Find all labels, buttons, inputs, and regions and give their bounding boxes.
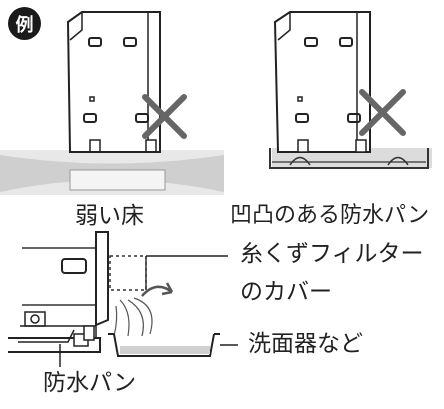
slot-icon [295,113,309,123]
slot-icon [347,113,361,123]
floor-body [69,169,166,191]
example-badge: 例 [8,7,41,40]
caption-uneven-pan: 凹凸のある防水パン [230,203,430,228]
foot [145,139,157,153]
label-waterproof-pan: 防水パン [43,370,137,396]
slot-icon [304,37,318,47]
prohibited-cross-icon [359,89,406,136]
filter-cover [109,255,147,291]
basin-water [120,346,210,354]
slot-icon [297,96,303,102]
waterproof-pan-outline [269,148,429,169]
slot-icon [83,113,97,123]
weak-floor-scene [0,11,224,195]
drain-cover-diagram [8,231,238,367]
label-filter-cover-line1: 糸くずフィルター [240,241,424,267]
washing-machine-body [273,11,371,153]
wash-basin-outline [108,333,220,357]
slot-icon [89,96,95,102]
prohibited-cross-icon [142,94,187,139]
vent-slot [24,311,46,327]
foot [297,139,309,153]
label-wash-basin: 洗面器など [248,331,363,357]
slot-icon [135,113,149,123]
label-filter-cover-line2: のカバー [240,279,332,305]
caption-weak-floor: 弱い床 [75,203,144,229]
water-flow [113,297,153,337]
slot-icon [88,37,102,47]
slot-icon [339,37,353,47]
foot [355,139,367,153]
foot [89,139,101,153]
open-arrow-icon [141,285,173,297]
vent-slot [61,258,87,274]
slot-icon [123,37,137,47]
uneven-pan-scene [269,11,432,169]
